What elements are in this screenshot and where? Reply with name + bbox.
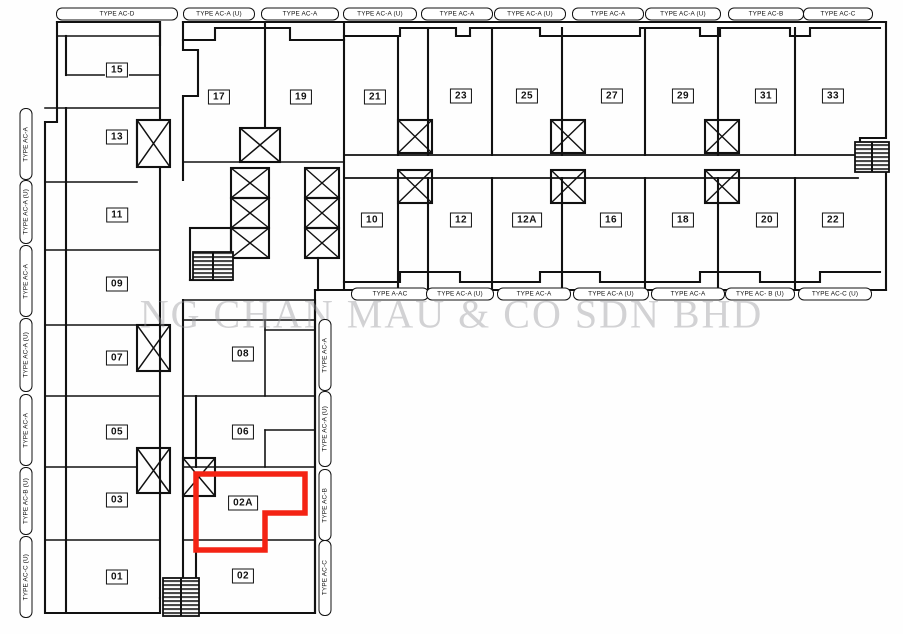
- type-label: TYPE AC-A (U): [19, 318, 33, 392]
- type-label: TYPE AC-A: [497, 287, 571, 301]
- type-label: TYPE AC-A: [318, 319, 332, 391]
- unit-tag[interactable]: 10: [360, 212, 384, 228]
- type-label: TYPE AC-A (U): [573, 287, 649, 301]
- type-label: TYPE AC-B: [318, 469, 332, 541]
- unit-tag[interactable]: 33: [821, 88, 845, 104]
- type-label: TYPE AC-B: [728, 7, 804, 21]
- unit-tag[interactable]: 09: [105, 276, 129, 292]
- unit-tag[interactable]: 31: [754, 88, 778, 104]
- staircase-centre-upper: [192, 251, 234, 281]
- type-label: TYPE AC-C: [318, 540, 332, 616]
- unit-tag[interactable]: 07: [105, 350, 129, 366]
- type-label: TYPE AC-A (U): [318, 391, 332, 467]
- type-label: TYPE AC-A (U): [343, 7, 417, 21]
- type-label: TYPE AC-A (U): [19, 180, 33, 244]
- type-label: TYPE AC-A (U): [645, 7, 721, 21]
- type-label: TYPE AC-C (U): [19, 536, 33, 618]
- type-label: TYPE AC-C: [803, 7, 873, 21]
- type-label: TYPE AC-A: [572, 7, 644, 21]
- type-label: TYPE AC-A: [19, 245, 33, 317]
- unit-tag-highlighted[interactable]: 02A: [228, 495, 258, 511]
- unit-tag[interactable]: 11: [106, 207, 128, 223]
- unit-tag[interactable]: 15: [105, 62, 129, 78]
- type-label: TYPE A-AC: [351, 287, 429, 301]
- unit-tag[interactable]: 23: [449, 88, 473, 104]
- wall-outlines: [43, 20, 888, 615]
- unit-tag[interactable]: 29: [671, 88, 695, 104]
- unit-tag[interactable]: 03: [105, 492, 129, 508]
- type-label: TYPE AC-A: [421, 7, 493, 21]
- highlighted-unit-outline: [193, 471, 308, 553]
- unit-tag[interactable]: 17: [207, 89, 231, 105]
- unit-tag[interactable]: 18: [671, 212, 695, 228]
- type-label: TYPE AC-A: [261, 7, 339, 21]
- type-label: TYPE AC-B (U): [19, 467, 33, 535]
- unit-tag[interactable]: 02: [231, 568, 255, 584]
- staircase-right: [854, 141, 890, 173]
- unit-tag[interactable]: 08: [231, 346, 255, 362]
- unit-tag[interactable]: 16: [599, 212, 623, 228]
- type-label: TYPE AC-A (U): [494, 7, 566, 21]
- type-label: TYPE AC-C (U): [798, 287, 872, 301]
- unit-tag[interactable]: 01: [105, 569, 129, 585]
- type-label: TYPE AC-A: [19, 394, 33, 466]
- type-label: TYPE AC-A: [19, 108, 33, 180]
- unit-tag[interactable]: 06: [231, 424, 255, 440]
- unit-tag[interactable]: 25: [515, 88, 539, 104]
- type-label: TYPE AC-D: [56, 7, 178, 21]
- type-label: TYPE AC-A (U): [426, 287, 494, 301]
- type-label: TYPE AC-A (U): [183, 7, 255, 21]
- unit-tag[interactable]: 13: [105, 129, 129, 145]
- unit-tag[interactable]: 21: [363, 89, 387, 105]
- type-label: TYPE AC-A: [651, 287, 725, 301]
- unit-tag[interactable]: 20: [755, 212, 779, 228]
- type-label: TYPE AC- B (U): [725, 287, 795, 301]
- unit-tag[interactable]: 12A: [512, 212, 542, 228]
- unit-tag[interactable]: 05: [105, 424, 129, 440]
- unit-tag[interactable]: 22: [821, 212, 845, 228]
- staircase-bottom: [162, 577, 200, 617]
- unit-tag[interactable]: 12: [449, 212, 473, 228]
- unit-tag[interactable]: 19: [289, 89, 313, 105]
- unit-tag[interactable]: 27: [600, 88, 624, 104]
